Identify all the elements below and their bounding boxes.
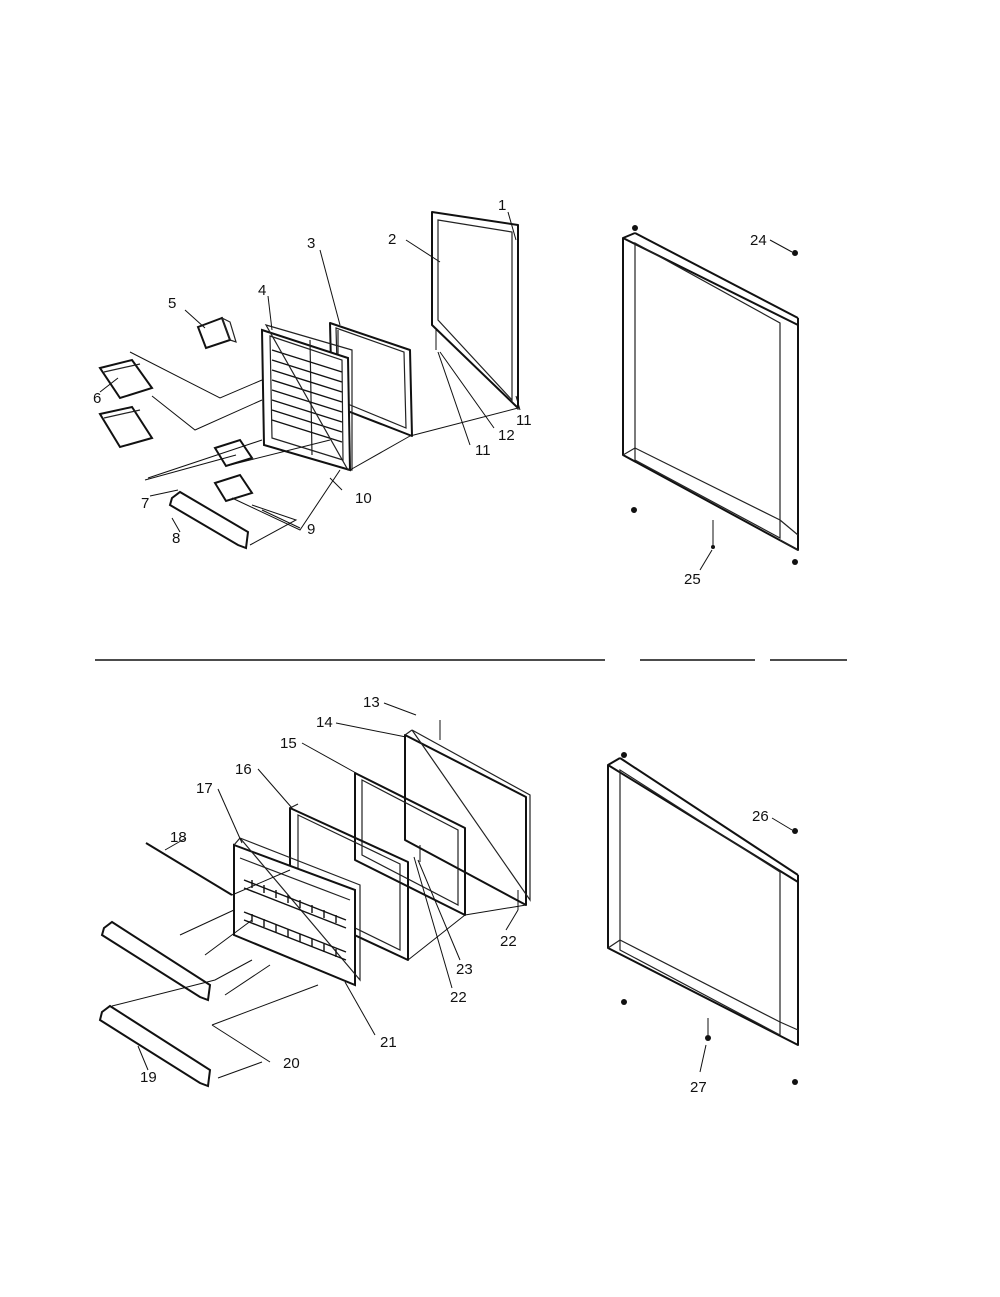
screw-top-right — [792, 250, 798, 256]
frame-screw-bottom-right — [792, 1079, 798, 1085]
callout-10: 10 — [355, 490, 372, 507]
callout-8: 8 — [172, 530, 180, 547]
callout-22-right: 22 — [500, 933, 517, 950]
freezer-outer-panel — [404, 729, 531, 906]
callout-19: 19 — [140, 1069, 157, 1086]
egg-bin-lower — [213, 473, 254, 503]
freezer-gasket — [354, 772, 466, 916]
frame-screw-top-right — [792, 828, 798, 834]
callout-21: 21 — [380, 1034, 397, 1051]
callout-23: 23 — [456, 961, 473, 978]
callout-11-left: 11 — [475, 442, 491, 459]
door-bin-lower — [98, 405, 154, 449]
bottom-door-frame: 26 27 — [607, 752, 799, 1096]
callout-7: 7 — [141, 495, 149, 512]
callout-13: 13 — [363, 694, 380, 711]
callout-22-left: 22 — [450, 989, 467, 1006]
screw-bottom-center — [711, 545, 715, 549]
screw-top-left — [632, 225, 638, 231]
callout-20: 20 — [283, 1055, 300, 1072]
callout-6: 6 — [93, 390, 101, 407]
bottom-leaders — [137, 702, 519, 1079]
callout-15: 15 — [280, 735, 297, 752]
dairy-compartment — [196, 316, 237, 350]
frame-screw-bottom-left — [621, 999, 627, 1005]
callout-17: 17 — [196, 780, 213, 797]
door-shelf-bottom — [168, 490, 250, 550]
callout-18: 18 — [170, 829, 187, 846]
callout-14: 14 — [316, 714, 333, 731]
callout-16: 16 — [235, 761, 252, 778]
screw-bottom-left — [631, 507, 637, 513]
frame-screw-top-left — [621, 752, 627, 758]
rail-rod — [145, 842, 233, 896]
screw-bottom-right — [792, 559, 798, 565]
callout-25: 25 — [684, 571, 701, 588]
callout-12: 12 — [498, 427, 515, 444]
freezer-inner-liner — [233, 837, 361, 987]
callout-5: 5 — [168, 295, 176, 312]
egg-bin-upper — [213, 438, 254, 468]
top-leaders — [99, 211, 521, 533]
top-door-assembly: 1 2 3 4 5 6 7 8 9 10 11 12 11 — [93, 197, 532, 550]
basket-rail-upper — [100, 920, 212, 1002]
callout-27: 27 — [690, 1079, 707, 1096]
door-bin-upper — [98, 358, 154, 400]
callout-11-right: 11 — [516, 412, 532, 429]
callout-9: 9 — [307, 521, 315, 538]
top-door-frame: 24 25 — [622, 225, 799, 588]
basket-rail-lower — [98, 1004, 212, 1088]
callout-2: 2 — [388, 231, 396, 248]
top-assembly-lines — [129, 330, 519, 546]
callout-1: 1 — [498, 197, 506, 214]
callout-24: 24 — [750, 232, 767, 249]
bottom-drawer-assembly: 13 14 15 16 17 18 19 20 21 22 23 22 — [98, 694, 531, 1088]
frame-screw-bottom-center — [705, 1035, 711, 1041]
door-outer-panel — [431, 211, 519, 409]
freezer-grill — [243, 879, 347, 961]
liner-grill — [271, 349, 343, 443]
bottom-assembly-lines — [111, 720, 527, 1063]
callout-26: 26 — [752, 808, 769, 825]
callout-4: 4 — [258, 282, 266, 299]
callout-3: 3 — [307, 235, 315, 252]
